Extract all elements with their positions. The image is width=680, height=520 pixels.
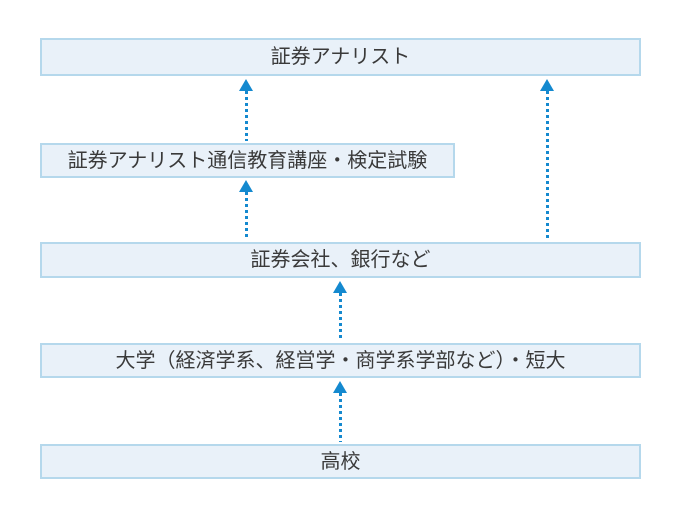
arrow-up-head-icon xyxy=(239,79,253,91)
diagram-box-securities-company-bank: 証券会社、銀行など xyxy=(40,242,641,278)
up-arrow-university-to-company xyxy=(333,281,347,341)
box-label-high-school: 高校 xyxy=(320,450,361,473)
arrow-dotted-line xyxy=(244,192,248,240)
up-arrow-company-to-analyst xyxy=(540,79,554,240)
arrow-up-head-icon xyxy=(333,281,347,293)
arrow-up-head-icon xyxy=(540,79,554,91)
arrow-up-head-icon xyxy=(333,381,347,393)
arrow-dotted-line xyxy=(338,293,342,341)
arrow-dotted-line xyxy=(338,393,342,442)
box-label-analyst-course-exam: 証券アナリスト通信教育講座・検定試験 xyxy=(67,149,428,172)
box-label-securities-company-bank: 証券会社、銀行など xyxy=(250,249,431,271)
diagram-box-university-juniorcollege: 大学（経済学系、経営学・商学系学部など）・短大 xyxy=(40,343,641,378)
diagram-box-securities-analyst: 証券アナリスト xyxy=(40,38,641,76)
diagram-box-analyst-course-exam: 証券アナリスト通信教育講座・検定試験 xyxy=(40,143,455,178)
box-label-university-juniorcollege: 大学（経済学系、経営学・商学系学部など）・短大 xyxy=(115,349,566,372)
box-label-securities-analyst: 証券アナリスト xyxy=(270,46,411,68)
up-arrow-company-to-course xyxy=(239,180,253,240)
diagram-box-high-school: 高校 xyxy=(40,444,641,479)
up-arrow-course-to-analyst xyxy=(239,79,253,141)
arrow-dotted-line xyxy=(545,91,549,240)
arrow-up-head-icon xyxy=(239,180,253,192)
up-arrow-highschool-to-university xyxy=(333,381,347,442)
arrow-dotted-line xyxy=(244,91,248,141)
